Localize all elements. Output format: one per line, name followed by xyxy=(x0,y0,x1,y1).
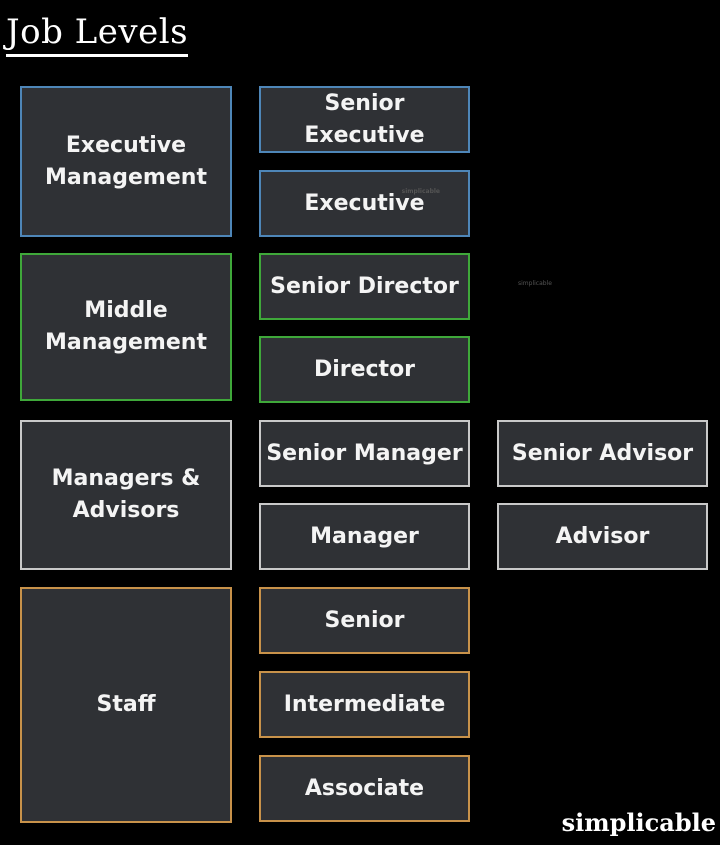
brand-logo: simplicable xyxy=(561,808,716,837)
level-manager: Manager xyxy=(259,503,470,570)
level-label: Senior xyxy=(324,607,405,633)
group-executive-management: Executive Management xyxy=(20,86,232,237)
level-senior-advisor: Senior Advisor xyxy=(497,420,708,487)
level-executive: Executive simplicable xyxy=(259,170,470,237)
level-label: Intermediate xyxy=(283,691,446,717)
level-intermediate: Intermediate xyxy=(259,671,470,738)
level-director: Director xyxy=(259,336,470,403)
level-label: Associate xyxy=(304,775,425,801)
level-senior-executive: Senior Executive xyxy=(259,86,470,153)
group-managers-advisors: Managers & Advisors xyxy=(20,420,232,570)
level-advisor: Advisor xyxy=(497,503,708,570)
level-label: Senior Manager xyxy=(266,440,463,466)
level-senior-manager: Senior Manager xyxy=(259,420,470,487)
group-middle-management: Middle Management xyxy=(20,253,232,401)
page-title: Job Levels xyxy=(6,10,189,57)
group-label: Executive Management xyxy=(45,132,207,190)
level-label: Senior Director xyxy=(270,273,459,299)
level-label: Manager xyxy=(310,523,419,549)
watermark: simplicable xyxy=(401,188,440,195)
group-staff: Staff xyxy=(20,587,232,823)
level-label: Senior Advisor xyxy=(511,440,694,466)
group-label: Managers & Advisors xyxy=(51,466,201,523)
level-label: Senior Executive xyxy=(304,90,425,148)
level-label: Advisor xyxy=(555,523,650,549)
level-label: Executive xyxy=(304,190,425,216)
level-label: Director xyxy=(313,356,416,382)
watermark: simplicable xyxy=(518,280,552,287)
level-senior-director: Senior Director xyxy=(259,253,470,320)
level-associate: Associate xyxy=(259,755,470,822)
group-label: Staff xyxy=(96,692,156,717)
group-label: Middle Management xyxy=(45,298,207,355)
level-senior: Senior xyxy=(259,587,470,654)
